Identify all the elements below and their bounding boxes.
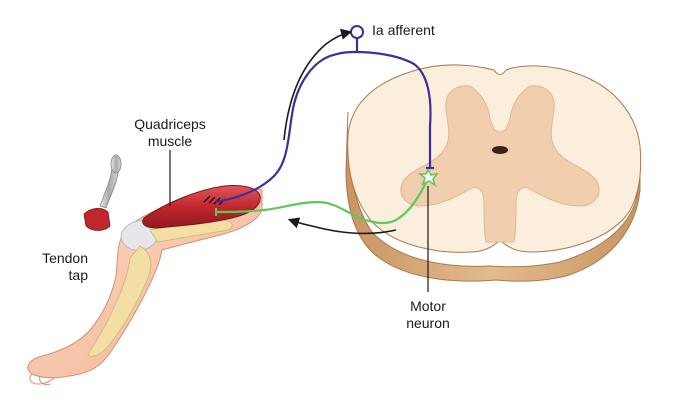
leg	[27, 185, 263, 385]
spinal-cord-gray-matter	[400, 85, 600, 243]
afferent-direction-arrow	[283, 28, 353, 141]
hammer-head	[83, 208, 111, 231]
motor-neuron-cell-body	[417, 168, 439, 187]
tendon-tap-label-line1: Tendon	[42, 250, 88, 266]
tendon-tap-label-line2: tap	[68, 267, 88, 283]
foot-toes	[29, 373, 55, 385]
efferent-direction-arrow	[287, 217, 397, 235]
motor-neuron-axon	[215, 177, 430, 225]
motor-neuron-label-line1: Motor	[410, 298, 446, 314]
hammer-handle-end	[110, 154, 122, 174]
quadriceps-label-line1: Quadriceps	[134, 116, 206, 132]
quadriceps-muscle	[142, 185, 261, 229]
ia-afferent-fiber	[215, 50, 432, 204]
quadriceps-label-line2: muscle	[147, 133, 193, 149]
tibia-bone	[87, 245, 152, 357]
hammer-handle	[99, 165, 119, 209]
tendon-tap-label: Tendon tap	[26, 250, 88, 284]
motor-neuron-label-line2: neuron	[406, 315, 450, 331]
reflex-hammer	[83, 154, 122, 231]
ia-afferent-cell-body	[350, 25, 364, 39]
patellar-tendon	[120, 219, 158, 251]
quadriceps-label: Quadriceps muscle	[122, 116, 218, 150]
motor-neuron-label: Motor neuron	[396, 298, 460, 332]
spinal-cord-section	[345, 64, 642, 282]
ia-afferent-label: Ia afferent	[372, 22, 435, 38]
central-canal	[492, 146, 508, 154]
